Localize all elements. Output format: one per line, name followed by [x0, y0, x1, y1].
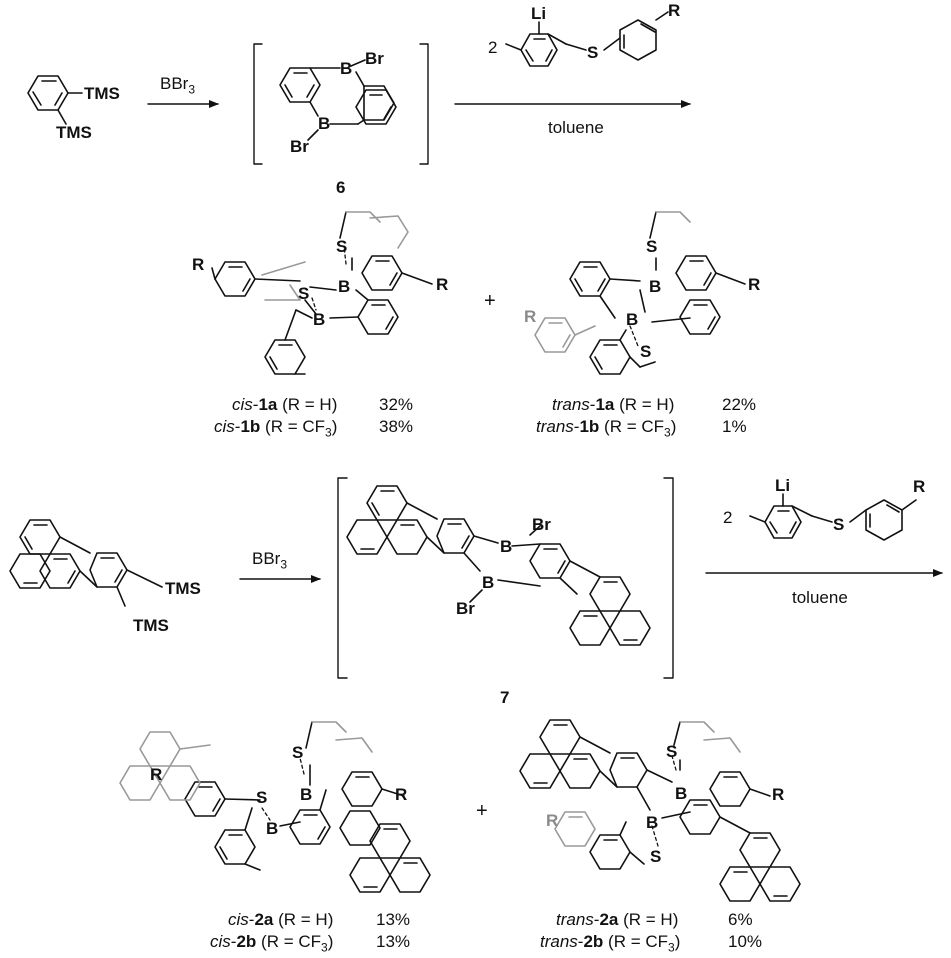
- trans-2-structure: [519, 719, 801, 902]
- boron-label: B: [300, 785, 313, 804]
- yield-row-trans-2b: trans-2b (R = CF3) 10%: [540, 932, 763, 955]
- lithium-label: Li: [775, 476, 791, 495]
- boron-label: B: [500, 537, 513, 556]
- yield-row-trans-1b: trans-1b (R = CF3) 1%: [536, 417, 747, 440]
- sulfur-label: S: [292, 743, 304, 762]
- boron-label: B: [266, 819, 279, 838]
- bracket-intermediate-7: [337, 477, 674, 679]
- boron-label: B: [482, 573, 495, 592]
- coefficient-2: 2: [723, 508, 733, 527]
- trans-1-structure: [569, 211, 746, 375]
- r-group-label: R: [748, 275, 761, 294]
- boron-label: B: [340, 59, 353, 78]
- yield-row-cis-1a: cis-1a (R = H) 32%: [232, 395, 414, 414]
- bracket-intermediate-6: [253, 43, 429, 165]
- coefficient-2: 2: [488, 38, 498, 57]
- tms-label: TMS: [133, 616, 169, 635]
- yield-row-cis-2b: cis-2b (R = CF3) 13%: [210, 932, 411, 955]
- r-group-label: R: [913, 477, 926, 496]
- lithium-reagent-2-structure: [749, 493, 917, 541]
- r-group-label: R: [150, 765, 163, 784]
- sulfur-label: S: [650, 847, 662, 866]
- plus-sign: +: [476, 800, 488, 822]
- reagent-bbr3-2: BBr3: [252, 549, 288, 572]
- bis-tms-fluoranthene-structure: [9, 519, 163, 607]
- boron-label: B: [313, 310, 326, 329]
- cis-2-structure: [184, 721, 431, 893]
- tms-label: TMS: [165, 579, 201, 598]
- boron-label: B: [675, 784, 688, 803]
- sulfur-label: S: [646, 237, 658, 256]
- intermediate-7-label: 7: [500, 688, 510, 707]
- intermediate-6-label: 6: [336, 178, 346, 197]
- r-group-label: R: [524, 307, 537, 326]
- sulfur-label: S: [336, 237, 348, 256]
- r-group-label: R: [668, 1, 681, 20]
- yield-row-trans-1a: trans-1a (R = H) 22%: [552, 395, 757, 414]
- bromine-label: Br: [365, 49, 384, 68]
- lithium-label: Li: [531, 4, 547, 23]
- r-group-label: R: [436, 275, 449, 294]
- bis-tms-benzene-structure: [27, 75, 83, 125]
- yield-row-cis-1b: cis-1b (R = CF3) 38%: [214, 417, 414, 440]
- bromine-label: Br: [532, 515, 551, 534]
- diborin-7-structure: [346, 485, 651, 646]
- r-group-label: R: [772, 785, 785, 804]
- sulfur-label: S: [640, 342, 652, 361]
- diborin-6-structure: [279, 59, 397, 141]
- reagent-bbr3-1: BBr3: [160, 74, 196, 97]
- sulfur-label: S: [833, 515, 845, 534]
- tms-label: TMS: [84, 84, 120, 103]
- r-group-label: R: [395, 785, 408, 804]
- boron-label: B: [338, 277, 351, 296]
- cis-1-structure: [211, 211, 433, 375]
- tms-label: TMS: [56, 123, 92, 142]
- sulfur-label: S: [587, 43, 599, 62]
- bromine-label: Br: [456, 599, 475, 618]
- bromine-label: Br: [290, 137, 309, 156]
- sulfur-label: S: [256, 788, 268, 807]
- yield-row-trans-2a: trans-2a (R = H) 6%: [556, 910, 753, 929]
- boron-label: B: [649, 277, 662, 296]
- yield-row-cis-2a: cis-2a (R = H) 13%: [228, 910, 411, 929]
- lithium-reagent-1-structure: [505, 11, 669, 67]
- sulfur-label: S: [666, 742, 678, 761]
- boron-label: B: [626, 310, 639, 329]
- r-group-label: R: [546, 811, 559, 830]
- boron-label: B: [646, 813, 659, 832]
- plus-sign: +: [484, 290, 496, 312]
- solvent-toluene-1: toluene: [548, 118, 604, 137]
- boron-label: B: [318, 114, 331, 133]
- solvent-toluene-2: toluene: [792, 588, 848, 607]
- r-group-label: R: [192, 255, 205, 274]
- sulfur-label: S: [298, 284, 310, 303]
